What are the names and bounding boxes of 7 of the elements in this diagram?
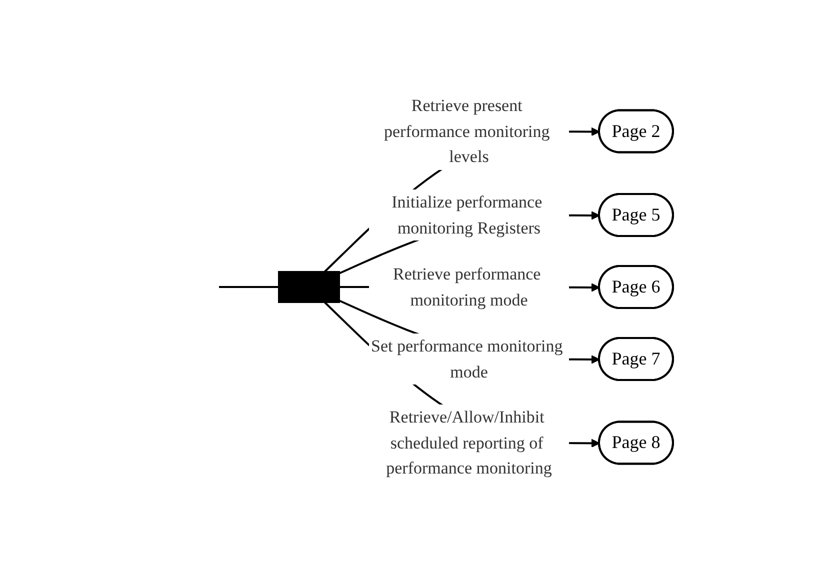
connector — [218, 286, 279, 288]
edge-label: Retrieve present performance monitoring levels — [384, 96, 550, 166]
node-bar — [278, 271, 340, 303]
edge-label: Initialize performance monitoring Registers — [391, 192, 542, 237]
edge-label: Retrieve/Allow/Inhibit scheduled reporting of performance monitoring — [386, 408, 552, 478]
edge-label: Retrieve performance monitoring mode — [392, 264, 540, 309]
edge-label: Set performance monitoring mode — [370, 336, 562, 381]
